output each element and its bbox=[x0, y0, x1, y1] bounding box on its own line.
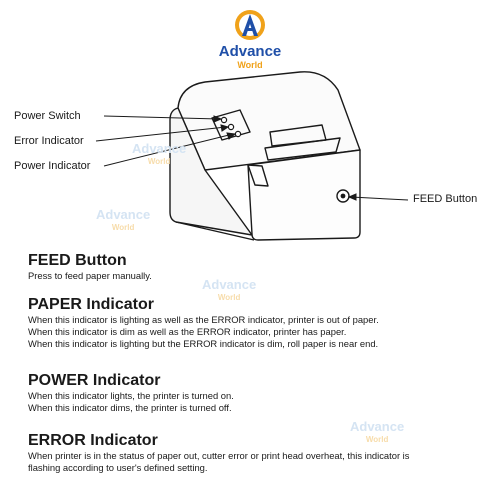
label-error-indicator: Error Indicator bbox=[14, 135, 84, 147]
section-line: When printer is in the status of paper o… bbox=[28, 450, 410, 461]
logo-name: Advance bbox=[218, 43, 282, 60]
section-line: When this indicator is lighting as well … bbox=[28, 314, 379, 325]
section-line: flashing according to user's defined set… bbox=[28, 462, 208, 473]
power-switch-leader bbox=[103, 115, 220, 120]
error-led bbox=[227, 123, 235, 131]
section-feed-button: FEED Button Press to feed paper manually… bbox=[28, 252, 152, 282]
section-error-indicator: ERROR Indicator When printer is in the s… bbox=[28, 432, 409, 474]
section-power-indicator: POWER Indicator When this indicator ligh… bbox=[28, 372, 234, 414]
label-power-indicator: Power Indicator bbox=[14, 160, 91, 172]
printer-front-panel bbox=[247, 149, 361, 241]
printer-left-side bbox=[169, 107, 253, 236]
power-switch-led bbox=[220, 116, 228, 124]
feed-button-leader bbox=[350, 196, 409, 201]
logo-a-icon bbox=[235, 10, 265, 40]
section-line: When this indicator is dim as well as th… bbox=[28, 326, 347, 337]
section-title: PAPER Indicator bbox=[28, 296, 154, 313]
logo-sub: World bbox=[237, 60, 263, 70]
control-panel bbox=[211, 109, 251, 141]
advance-world-logo: Advance World bbox=[205, 8, 295, 70]
section-title: POWER Indicator bbox=[28, 372, 161, 389]
section-line: Press to feed paper manually. bbox=[28, 270, 152, 281]
section-line: When this indicator lights, the printer … bbox=[28, 390, 234, 401]
section-title: ERROR Indicator bbox=[28, 432, 158, 449]
power-indicator-leader bbox=[103, 133, 234, 167]
label-feed-button: FEED Button bbox=[413, 193, 478, 205]
printer-diagram bbox=[95, 71, 409, 241]
section-paper-indicator: PAPER Indicator When this indicator is l… bbox=[28, 296, 379, 350]
section-title: FEED Button bbox=[28, 252, 127, 269]
error-indicator-leader bbox=[95, 126, 227, 142]
section-line: When this indicator is lighting but the … bbox=[28, 338, 379, 349]
section-line: When this indicator dims, the printer is… bbox=[28, 402, 232, 413]
label-power-switch: Power Switch bbox=[14, 110, 81, 122]
power-led bbox=[234, 130, 242, 138]
printer-top-shell bbox=[177, 71, 361, 171]
